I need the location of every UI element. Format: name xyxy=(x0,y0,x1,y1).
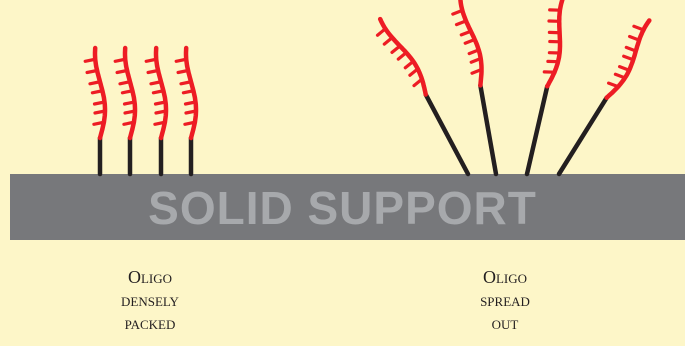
oligo-base xyxy=(410,69,418,75)
linker xyxy=(527,86,547,174)
oligo-base xyxy=(156,102,166,104)
oligo-base xyxy=(615,74,625,78)
oligo-base xyxy=(186,102,196,104)
dense-oligo-1 xyxy=(85,48,105,174)
oligo-base xyxy=(95,102,105,104)
dense-oligo-4 xyxy=(176,48,196,174)
oligo-base xyxy=(125,102,135,104)
oligo-base xyxy=(87,71,97,73)
oligo-base xyxy=(378,29,386,35)
dense-oligo-3 xyxy=(146,48,166,174)
caption-left-line3: packed xyxy=(70,312,230,335)
oligo-base xyxy=(392,46,400,52)
caption-left-line1: Oligo xyxy=(70,266,230,289)
oligo-base xyxy=(151,82,161,84)
oligo-base xyxy=(465,39,475,43)
oligo-base xyxy=(124,122,134,124)
oligo-base xyxy=(115,59,125,61)
spread-oligo-1 xyxy=(378,19,469,174)
oligo-base xyxy=(609,83,619,87)
oligo-base xyxy=(117,71,127,73)
oligo-base xyxy=(620,67,630,71)
oligo-base xyxy=(92,91,102,93)
caption-left-line2: densely xyxy=(70,289,230,312)
oligo-base xyxy=(405,61,413,67)
oligo-base xyxy=(176,59,186,61)
oligo-base xyxy=(120,82,130,84)
oligo-base xyxy=(185,122,195,124)
oligo-base xyxy=(85,59,95,61)
caption-right-line2: spread xyxy=(425,289,585,312)
oligo-base xyxy=(398,53,406,59)
oligo-base xyxy=(94,122,104,124)
caption-right-line3: out xyxy=(425,312,585,335)
oligo-base xyxy=(156,111,166,113)
oligo-base xyxy=(178,71,188,73)
oligo-base xyxy=(153,91,163,93)
spread-oligo-3 xyxy=(527,0,562,174)
oligo-base xyxy=(384,38,392,44)
linker xyxy=(480,85,496,174)
oligo-base xyxy=(90,82,100,84)
oligo-base xyxy=(155,122,165,124)
oligo-base xyxy=(181,82,191,84)
oligo-base xyxy=(125,111,135,113)
oligo-base xyxy=(630,37,640,41)
linker xyxy=(559,98,607,174)
oligo-base xyxy=(457,21,467,25)
spread-oligo-4 xyxy=(559,21,649,175)
caption-right-line1: Oligo xyxy=(425,266,585,289)
oligo-base xyxy=(634,26,644,30)
oligo-base xyxy=(183,91,193,93)
caption-spread-out: Oligo spread out xyxy=(425,266,585,335)
oligo-base xyxy=(122,91,132,93)
spread-oligo-2 xyxy=(453,0,496,174)
oligo-base xyxy=(146,59,156,61)
linker xyxy=(426,95,468,174)
dense-oligo-2 xyxy=(115,48,135,174)
oligo-base xyxy=(186,111,196,113)
caption-densely-packed: Oligo densely packed xyxy=(70,266,230,335)
oligo-base xyxy=(95,111,105,113)
oligo-base xyxy=(148,71,158,73)
oligo-base xyxy=(461,31,471,35)
oligo-base xyxy=(624,56,634,60)
